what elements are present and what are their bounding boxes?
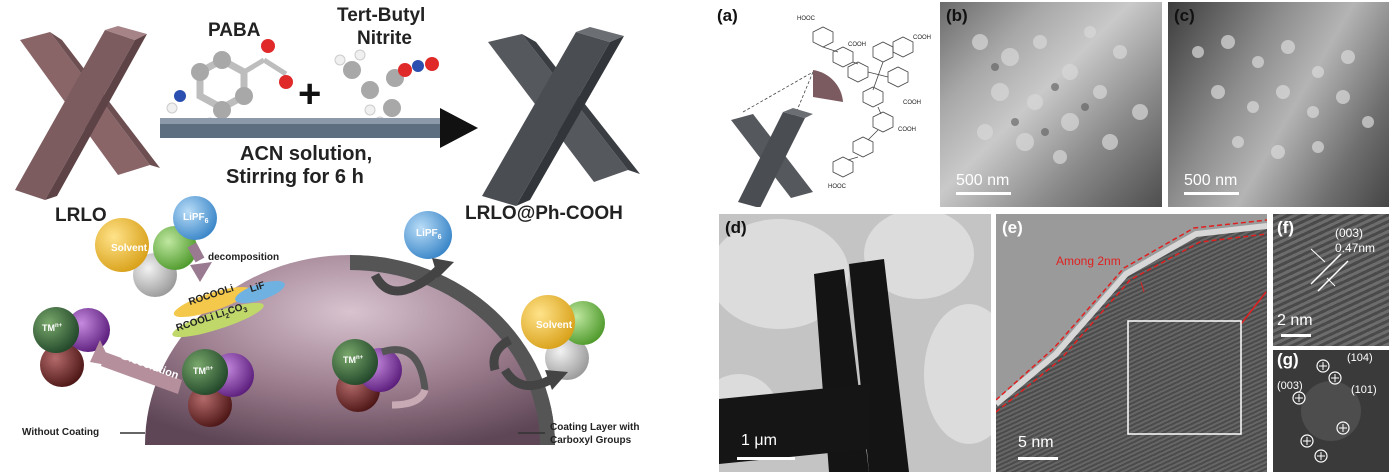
panel-g-label: (g) (1277, 350, 1299, 369)
tm-text-2: TM (193, 366, 206, 376)
tm-sup-3: n+ (356, 355, 364, 361)
panel-a: (a) HOOC COOH COOH COOH COOH HOOC (713, 2, 935, 207)
panel-b: (b) 500 nm (940, 2, 1162, 207)
panel-e-image (996, 214, 1267, 435)
tm-text-1: TM (42, 323, 55, 333)
tm-label-1: TMn+ (42, 323, 62, 333)
panel-g: (g) (104) (003) (101) (1273, 350, 1389, 472)
tm-cluster-surface-1 (182, 349, 254, 427)
panel-f-scale-label: 2 nm (1277, 312, 1313, 329)
solvent-label: Solvent (111, 243, 148, 254)
panel-f: (f) (003) 0.47nm 2 nm (1273, 214, 1389, 346)
panel-a-cooh-4: COOH (898, 127, 916, 133)
panel-b-scale-label: 500 nm (956, 172, 1010, 189)
panel-a-label: (a) (717, 6, 738, 25)
panel-d-label: (d) (725, 218, 747, 237)
decomposition-label: decomposition (208, 252, 280, 263)
reaction-arrow (160, 108, 478, 148)
lrlo-particle (15, 26, 160, 200)
without-coating-label: Without Coating (22, 427, 100, 438)
panel-c-texture (1192, 35, 1374, 159)
plus-sign: + (298, 72, 321, 116)
panel-f-distance: 0.47nm (1335, 241, 1376, 255)
lipf6-ball (173, 196, 217, 240)
lipf6-text: LiPF (183, 212, 205, 223)
panel-f-plane: (003) (1335, 226, 1364, 240)
panel-e: (e) Among 2nm 5 nm (996, 214, 1267, 472)
lipf6-sub: 6 (204, 218, 209, 225)
panel-d-image (719, 214, 991, 472)
paba-label: PABA (208, 20, 261, 41)
panel-a-drawing (731, 26, 914, 207)
lipf6-label: LiPF6 (183, 212, 209, 225)
panel-a-particle (731, 108, 813, 207)
tm-label-2: TMn+ (193, 366, 213, 376)
panel-a-cooh-2: COOH (913, 35, 931, 41)
panel-c-label: (c) (1174, 6, 1195, 25)
lipf6-label-right: LiPF6 (416, 228, 442, 241)
panel-b-label: (b) (946, 6, 968, 25)
dissolution-arrow (90, 340, 182, 394)
panel-d-scale-label: 1 μm (741, 432, 777, 449)
solvent-label-right: Solvent (536, 320, 573, 331)
repel-arrow (370, 264, 444, 296)
tbn-label-line1: Tert-Butyl (337, 5, 426, 26)
tbn-label-line2: Nitrite (357, 28, 412, 49)
lipf6-sub-right: 6 (437, 234, 442, 241)
panel-e-annotation: Among 2nm (1056, 254, 1121, 268)
product-particle (482, 27, 640, 206)
panel-g-104: (104) (1347, 352, 1373, 364)
tm-cluster-free (33, 307, 110, 387)
lipf6-ball-right (404, 211, 452, 259)
decomp-arrow (187, 242, 205, 263)
coating-label-line1: Coating Layer with (550, 422, 640, 433)
panel-a-hooc-2: HOOC (828, 184, 846, 190)
panel-e-scale-label: 5 nm (1018, 434, 1054, 451)
lipf6-text-right: LiPF (416, 228, 438, 239)
tm-label-3: TMn+ (343, 355, 363, 365)
panel-c-scalebar (1184, 192, 1239, 195)
panel-c: (c) 500 nm (1168, 2, 1389, 207)
panel-f-image (1310, 248, 1349, 292)
panel-b-scalebar (956, 192, 1011, 195)
coating-label-line2: Carboxyl Groups (550, 435, 632, 446)
solvent-cluster-right (521, 295, 605, 380)
panel-e-label: (e) (1002, 218, 1023, 237)
panel-d: (d) 1 μm (719, 214, 991, 472)
product-label: LRLO@Ph-COOH (465, 203, 623, 224)
panel-a-hooc-1: HOOC (797, 16, 815, 22)
panel-g-image (1292, 359, 1361, 463)
panel-g-003: (003) (1277, 380, 1303, 392)
panel-c-scale-label: 500 nm (1184, 172, 1238, 189)
repel-arrow-2 (501, 367, 553, 391)
tm-cluster-surface-2 (332, 339, 402, 412)
panel-e-scalebar (1018, 457, 1058, 460)
tm-curve-arrow (380, 346, 429, 391)
panel-d-scalebar (737, 457, 795, 460)
panel-b-texture (972, 26, 1148, 164)
tm-sup-1: n+ (55, 323, 63, 329)
sei-products (172, 280, 285, 338)
condition-line1: ACN solution, (240, 143, 373, 165)
lrlo-label: LRLO (55, 205, 107, 226)
tm-text-3: TM (343, 355, 356, 365)
condition-line2: Stirring for 6 h (226, 166, 364, 188)
tm-sup-2: n+ (206, 366, 214, 372)
tbn-molecule (334, 49, 439, 128)
synthesis-scheme: + (15, 26, 640, 445)
panel-g-101: (101) (1351, 384, 1377, 396)
panel-f-scalebar (1281, 334, 1311, 337)
panel-f-label: (f) (1277, 218, 1294, 237)
paba-molecule (166, 39, 293, 131)
panel-a-cooh-1: COOH (848, 42, 866, 48)
panel-a-cooh-3: COOH (903, 100, 921, 106)
